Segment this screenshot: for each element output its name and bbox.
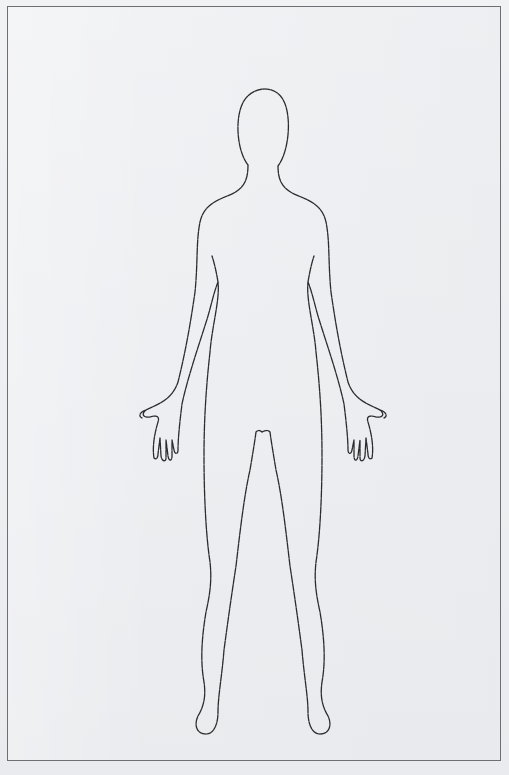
left-body-outline bbox=[143, 165, 262, 734]
head-outline bbox=[238, 89, 288, 166]
right-inner-arm-outline bbox=[308, 256, 314, 282]
left-inner-arm-outline bbox=[212, 256, 218, 282]
right-body-outline bbox=[262, 166, 383, 734]
